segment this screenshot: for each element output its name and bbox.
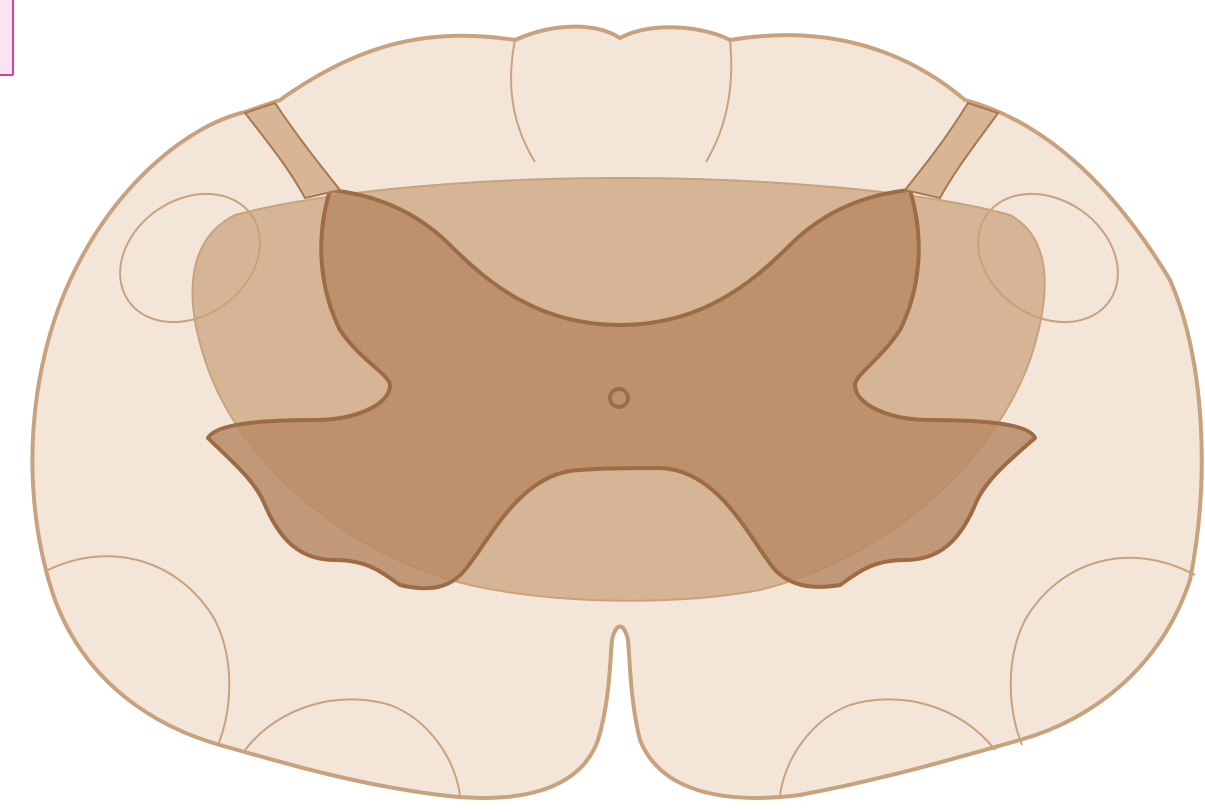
spinal-cord-cross-section xyxy=(0,0,1205,812)
diagram-stage xyxy=(0,0,1205,812)
